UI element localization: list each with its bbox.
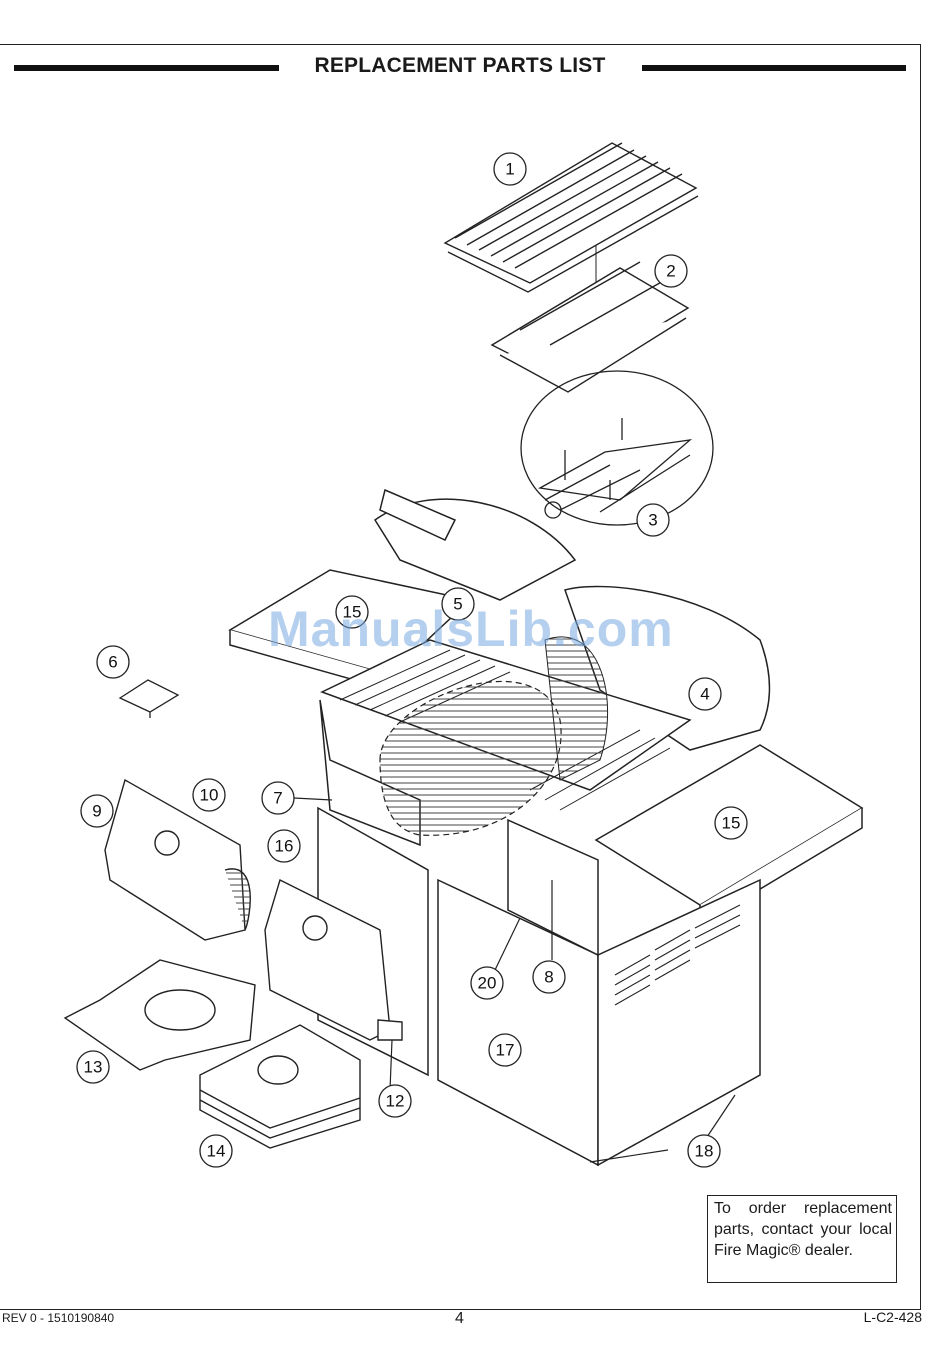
callout-17: 17 [496, 1041, 515, 1060]
burner-detail-part [521, 371, 713, 525]
callout-6: 6 [108, 653, 117, 672]
callout-20: 20 [478, 974, 497, 993]
callout-14: 14 [207, 1142, 226, 1161]
callout-9: 9 [92, 802, 101, 821]
callout-16: 16 [275, 837, 294, 856]
watermark: ManualsLib.com [268, 600, 674, 658]
callout-15b: 15 [722, 814, 741, 833]
callout-13: 13 [84, 1058, 103, 1077]
callout-3: 3 [648, 511, 657, 530]
bracket-part [120, 680, 178, 718]
callout-1: 1 [505, 160, 514, 179]
callout-7: 7 [273, 789, 282, 808]
callout-18: 18 [695, 1142, 714, 1161]
callout-12: 12 [386, 1092, 405, 1111]
footer-doc-code: L-C2-428 [864, 1309, 922, 1325]
callout-10: 10 [200, 786, 219, 805]
order-note: To order replacement parts, contact your… [707, 1195, 897, 1283]
control-panel-part [105, 780, 250, 940]
footer-revision: REV 0 - 1510190840 [2, 1311, 114, 1325]
footer-page-number: 4 [455, 1310, 464, 1328]
callout-8: 8 [544, 968, 553, 987]
callout-4: 4 [700, 685, 709, 704]
callout-2: 2 [666, 262, 675, 281]
